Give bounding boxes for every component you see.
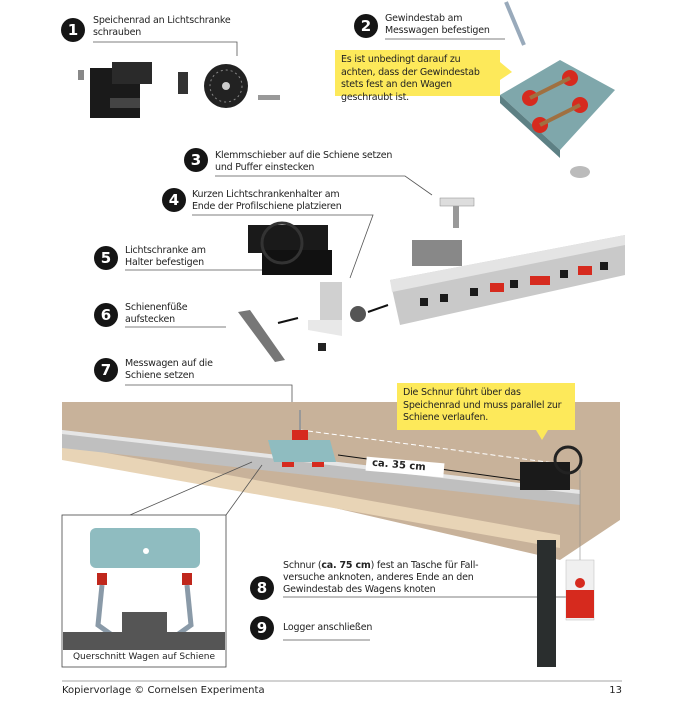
callout-schnur: Die Schnur führt über das Speichenrad un…: [397, 383, 575, 430]
step-6-line1: Schienenfüße: [125, 302, 188, 313]
step-8-line3: Gewindestab des Wagens knoten: [283, 584, 436, 595]
step-5-line2: Halter befestigen: [125, 257, 204, 268]
step-badge-8: 8: [250, 576, 274, 600]
step-9-text: Logger anschließen: [283, 622, 373, 633]
footer-copyright: Kopiervorlage © Cornelsen Experimenta: [62, 685, 265, 696]
step-3-line2: und Puffer einstecken: [215, 162, 315, 173]
step-1-line2: schrauben: [93, 27, 142, 38]
step-8-text: Schnur (ca. 75 cm) fest an Tasche für Fa…: [283, 560, 479, 596]
step-8-post: ) fest an Tasche für Fall-: [370, 560, 479, 571]
step-2-line1: Gewindestab am: [385, 13, 463, 24]
arrows: [277, 304, 389, 324]
step-8-pre: Schnur (: [283, 560, 322, 571]
step-1-line1: Speichenrad an Lichtschranke: [93, 15, 231, 26]
step-badge-6: 6: [94, 303, 118, 327]
step-badge-4: 4: [162, 188, 186, 212]
step-8-line2: versuche anknoten, anderes Ende an den: [283, 572, 474, 583]
inset-caption: Querschnitt Wagen auf Schiene: [72, 652, 216, 662]
step-badge-2: 2: [354, 14, 378, 38]
step-3-line1: Klemmschieber auf die Schiene setzen: [215, 150, 393, 161]
step-badge-7: 7: [94, 358, 118, 382]
step-badge-1: 1: [61, 18, 85, 42]
step-8-bold: ca. 75 cm: [321, 560, 371, 571]
step-6-line2: aufstecken: [125, 314, 175, 325]
rail-section: [390, 197, 625, 325]
step-2-line2: Messwagen befestigen: [385, 25, 490, 36]
table: [62, 402, 620, 667]
step-badge-3: 3: [184, 148, 208, 172]
step-4-line2: Ende der Profilschiene platzieren: [192, 201, 342, 212]
step-7-line2: Schiene setzen: [125, 370, 195, 381]
leader-lines: [93, 38, 575, 641]
step-7-line1: Messwagen auf die: [125, 358, 213, 369]
step-badge-5: 5: [94, 246, 118, 270]
callout-gewindestab: Es ist unbedingt darauf zu achten, dass …: [335, 50, 500, 103]
step-5-line1: Lichtschranke am: [125, 245, 206, 256]
light-barrier-parts: [78, 62, 280, 118]
step-badge-9: 9: [250, 616, 274, 640]
cross-section-inset: [61, 514, 227, 668]
step-4-line1: Kurzen Lichtschrankenhalter am: [192, 189, 340, 200]
light-barrier-holder: [238, 221, 366, 362]
cart-top-view: [500, 1, 615, 178]
page-number: 13: [609, 685, 622, 696]
